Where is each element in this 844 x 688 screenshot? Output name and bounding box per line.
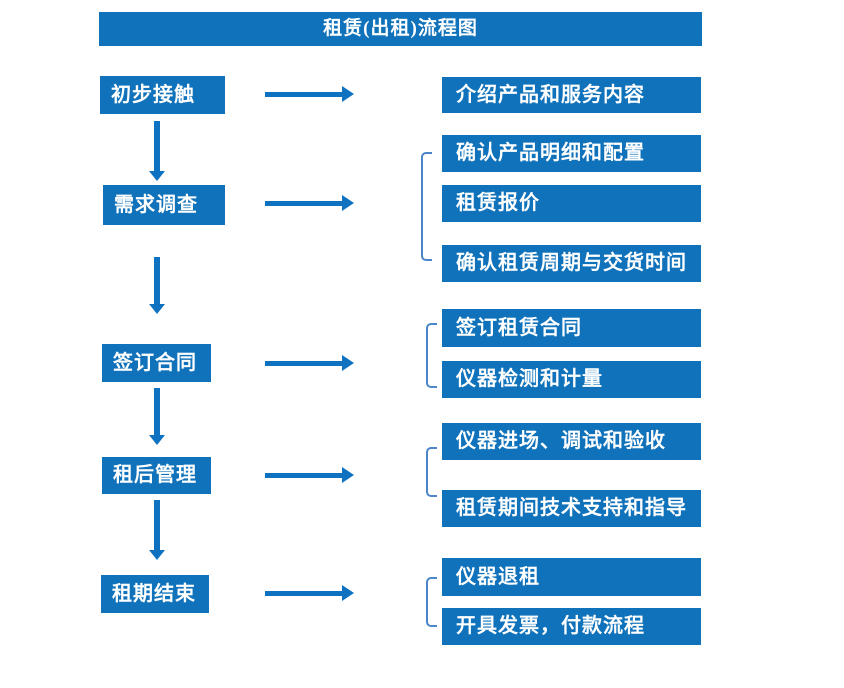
down-arrow-icon: [149, 257, 165, 314]
flow-title: 租赁(出租)流程图: [323, 18, 478, 39]
detail-box-instrument-setup-acceptance: 仪器进场、调试和验收: [442, 423, 701, 460]
detail-box-instrument-testing: 仪器检测和计量: [442, 361, 701, 398]
detail-box-confirm-product-config: 确认产品明细和配置: [442, 135, 701, 172]
step-box-post-rental-management: 租后管理: [102, 457, 211, 494]
down-arrow-head: [149, 171, 165, 181]
detail-box-instrument-return: 仪器退租: [442, 558, 701, 596]
right-arrow-icon: [265, 355, 354, 371]
down-arrow-shaft: [154, 121, 160, 171]
down-arrow-icon: [149, 388, 165, 445]
right-arrow-head: [342, 467, 354, 483]
group-bracket: [426, 447, 437, 497]
right-arrow-shaft: [265, 472, 342, 478]
right-arrow-head: [342, 585, 354, 601]
right-arrow-icon: [265, 467, 354, 483]
right-arrow-icon: [265, 195, 354, 211]
right-arrow-shaft: [265, 200, 342, 206]
down-arrow-icon: [149, 500, 165, 560]
down-arrow-shaft: [154, 388, 160, 435]
step-box-rental-end: 租期结束: [101, 575, 209, 613]
group-bracket: [421, 152, 432, 261]
detail-box-confirm-period-delivery: 确认租赁周期与交货时间: [442, 245, 701, 282]
detail-box-sign-rental-contract: 签订租赁合同: [442, 309, 701, 347]
detail-box-rental-quote: 租赁报价: [442, 185, 701, 222]
right-arrow-head: [342, 195, 354, 211]
right-arrow-icon: [265, 86, 354, 102]
group-bracket: [426, 323, 437, 388]
detail-box-introduce-products: 介绍产品和服务内容: [442, 77, 701, 113]
down-arrow-head: [149, 304, 165, 314]
right-arrow-shaft: [265, 360, 342, 366]
down-arrow-head: [149, 550, 165, 560]
right-arrow-head: [342, 86, 354, 102]
right-arrow-head: [342, 355, 354, 371]
right-arrow-icon: [265, 585, 354, 601]
detail-box-invoice-payment: 开具发票，付款流程: [442, 608, 701, 645]
step-box-demand-survey: 需求调查: [103, 185, 225, 225]
down-arrow-shaft: [154, 257, 160, 304]
detail-box-tech-support: 租赁期间技术支持和指导: [442, 490, 701, 527]
right-arrow-shaft: [265, 91, 342, 97]
down-arrow-shaft: [154, 500, 160, 550]
group-bracket: [426, 577, 437, 627]
step-box-initial-contact: 初步接触: [100, 76, 225, 114]
down-arrow-head: [149, 435, 165, 445]
down-arrow-icon: [149, 121, 165, 181]
flow-title-bar: 租赁(出租)流程图: [99, 12, 702, 46]
step-box-sign-contract: 签订合同: [102, 344, 211, 382]
right-arrow-shaft: [265, 590, 342, 596]
